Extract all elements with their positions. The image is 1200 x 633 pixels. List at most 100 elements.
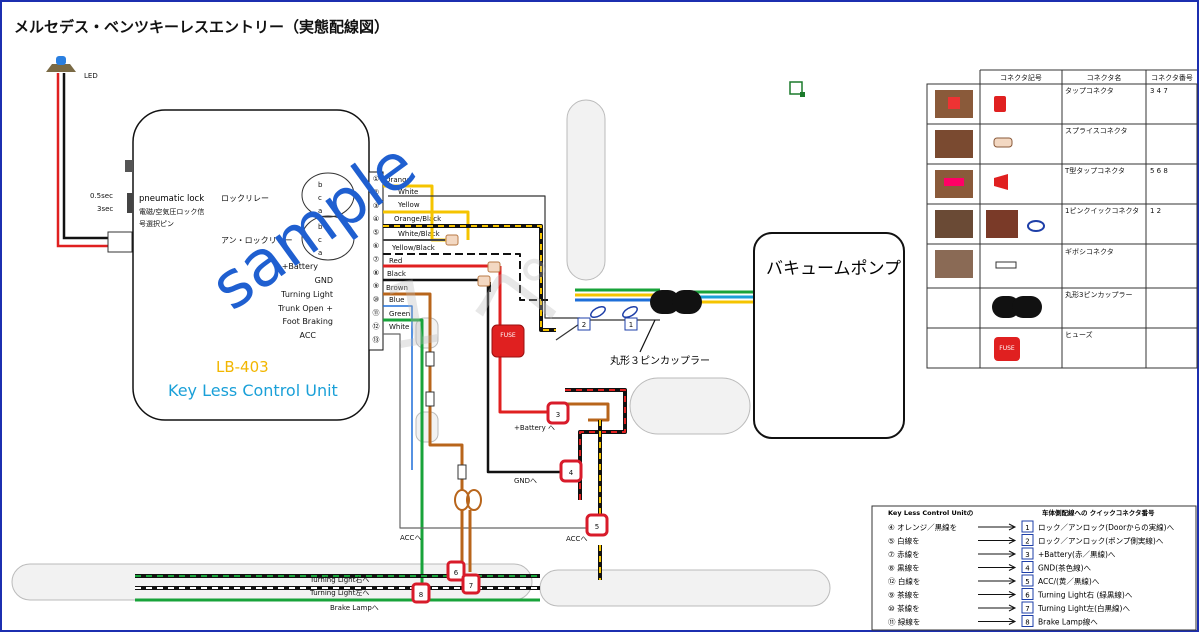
splice-connector <box>477 275 491 287</box>
connector-strip <box>368 171 384 351</box>
legend-name: タップコネクタ <box>1065 86 1114 95</box>
legend-numbers: 1 2 <box>1150 207 1161 215</box>
bat-black-red <box>565 388 627 500</box>
pin-number: ⑧ <box>373 269 379 277</box>
badge-number: 6 <box>454 569 459 577</box>
fuse-legend-icon <box>994 337 1020 361</box>
unit-switch <box>125 160 133 172</box>
splice-connector <box>487 261 501 273</box>
led-wire-black <box>62 73 112 240</box>
gnd-annotation: GNDへ <box>514 477 537 485</box>
wire-label: Green <box>389 310 410 318</box>
unit-name: Key Less Control Unit <box>168 381 338 400</box>
pin-number: ① <box>373 175 379 183</box>
pipe-right <box>629 377 751 435</box>
diagram-title: メルセデス・ベンツキーレスエントリー（実態配線図） <box>14 18 389 36</box>
mapping-left: ④ オレンジ／黒線を <box>888 522 957 532</box>
pin-label-gnd: GND <box>315 276 333 285</box>
mapping-header-right: 车体側配線への クイックコネクタ番号 <box>1042 508 1155 517</box>
pin-label-trunk: Trunk Open + <box>277 304 333 313</box>
wire-labels: Orange White Yellow Orange/Black White/B… <box>385 176 442 331</box>
mapping-number-box <box>1021 615 1034 627</box>
relay-letter: a <box>318 207 322 215</box>
badge-number: 8 <box>419 591 423 599</box>
relay-letters: b c a b c a <box>318 181 323 257</box>
mapping-number: 6 <box>1025 592 1030 600</box>
pin-label-turning: Turning Light <box>280 290 333 299</box>
mapping-table: Key Less Control Unitの 车体側配線への クイックコネクタ番… <box>871 505 1197 631</box>
mapping-number-box <box>1021 588 1034 600</box>
pipe-small-2 <box>415 411 439 443</box>
connector-badge-7: 7 <box>461 573 481 595</box>
connector-badge-1: 1 <box>624 317 638 331</box>
connector-badge-5: 5 <box>585 513 609 537</box>
wire-signal <box>555 319 660 341</box>
led-label: LED <box>84 72 98 80</box>
wire-label: White <box>398 188 418 196</box>
connector-badge-3: 3 <box>546 401 570 425</box>
gibo-connector <box>457 464 467 480</box>
pipe-bottom-right <box>539 569 831 607</box>
mapping-left: ⑤ 白線を <box>888 536 920 546</box>
gibo-connector-icon <box>995 261 1017 269</box>
relay-letter: b <box>318 181 323 189</box>
photo-quick-connector <box>935 210 973 238</box>
connector-badge-6: 6 <box>446 560 466 582</box>
unlock-relay-icon <box>301 215 355 261</box>
legend-name: 丸形3ピンカップラー <box>1065 290 1132 299</box>
wire-label: Red <box>389 257 402 265</box>
mapping-left: ⑧ 黒線を <box>888 563 920 573</box>
badge-number: 3 <box>556 411 560 419</box>
wire-label: White <box>389 323 409 331</box>
legend-header: コネクタ名 <box>1087 73 1122 82</box>
mapping-right: ACC/(黄／黒線)へ <box>1038 576 1100 586</box>
legend-name: 1ピンクイックコネクタ <box>1065 206 1139 215</box>
mapping-arrow-icon <box>978 537 1017 544</box>
wire-orange-black-stripe <box>383 225 556 331</box>
brown-to-turning <box>460 510 472 572</box>
pipe-vertical <box>566 99 606 281</box>
mapping-number: 7 <box>1025 605 1029 613</box>
mapping-left: ⑩ 茶線を <box>888 603 920 613</box>
mapping-left: ⑪ 緑線を <box>888 617 920 627</box>
wire-blue <box>383 305 413 470</box>
unit-pin-labels: +Battery GND Turning Light Trunk Open + … <box>277 262 333 340</box>
mapping-arrow-icon <box>978 604 1017 612</box>
wire-label: Black <box>387 270 407 278</box>
wire-label: Brown <box>386 284 408 292</box>
wire-label: White/Black <box>398 230 441 238</box>
mapping-right: ロック／アンロック(Doorからの実線)へ <box>1038 522 1175 532</box>
pneumatic-sub1: 電磁/空気圧ロック信 <box>139 207 204 216</box>
relay-letter: c <box>318 194 322 202</box>
badge-number: 1 <box>629 321 633 329</box>
mapping-number: 3 <box>1025 551 1029 559</box>
pin-number: ④ <box>373 215 379 223</box>
mapping-arrow-icon <box>978 577 1017 585</box>
fuse-label: FUSE <box>500 332 516 339</box>
mapping-number-box <box>1021 547 1034 560</box>
photo-gibo-connector <box>935 250 973 278</box>
mapping-arrow-icon <box>978 591 1017 598</box>
mapping-arrow-icon <box>978 564 1017 571</box>
legend-numbers: 5 6 8 <box>1150 167 1168 175</box>
wire-green <box>383 318 424 590</box>
pin-number: ⑬ <box>373 336 380 344</box>
legend-header: コネクタ番号 <box>1151 73 1193 82</box>
wire-white-to-coupler <box>388 195 580 319</box>
connector-legend-table: コネクタ記号 コネクタ名 コネクタ番号 FUSE タップコネクタ 3 4 7 ス… <box>926 69 1198 369</box>
mapping-number: 1 <box>1025 524 1029 532</box>
pin-label-acc: ACC <box>299 331 316 340</box>
pin-label-foot: Foot Braking <box>283 317 333 326</box>
wire-label: Blue <box>389 296 405 304</box>
t-tap-connector-icon <box>994 174 1008 190</box>
mapping-right: Turning Light左(白黒線)へ <box>1037 603 1130 613</box>
fuse-legend-label: FUSE <box>999 345 1015 352</box>
pin-number: ③ <box>373 202 379 210</box>
pin-number: ⑩ <box>373 296 379 304</box>
splice-connector-icon <box>993 137 1013 148</box>
timer-05-label: 0.5sec <box>90 192 113 200</box>
badge-number: 5 <box>595 523 599 531</box>
connector-badge-4: 4 <box>559 459 583 483</box>
splice-connector <box>445 234 459 246</box>
pin-number: ② <box>373 188 379 196</box>
